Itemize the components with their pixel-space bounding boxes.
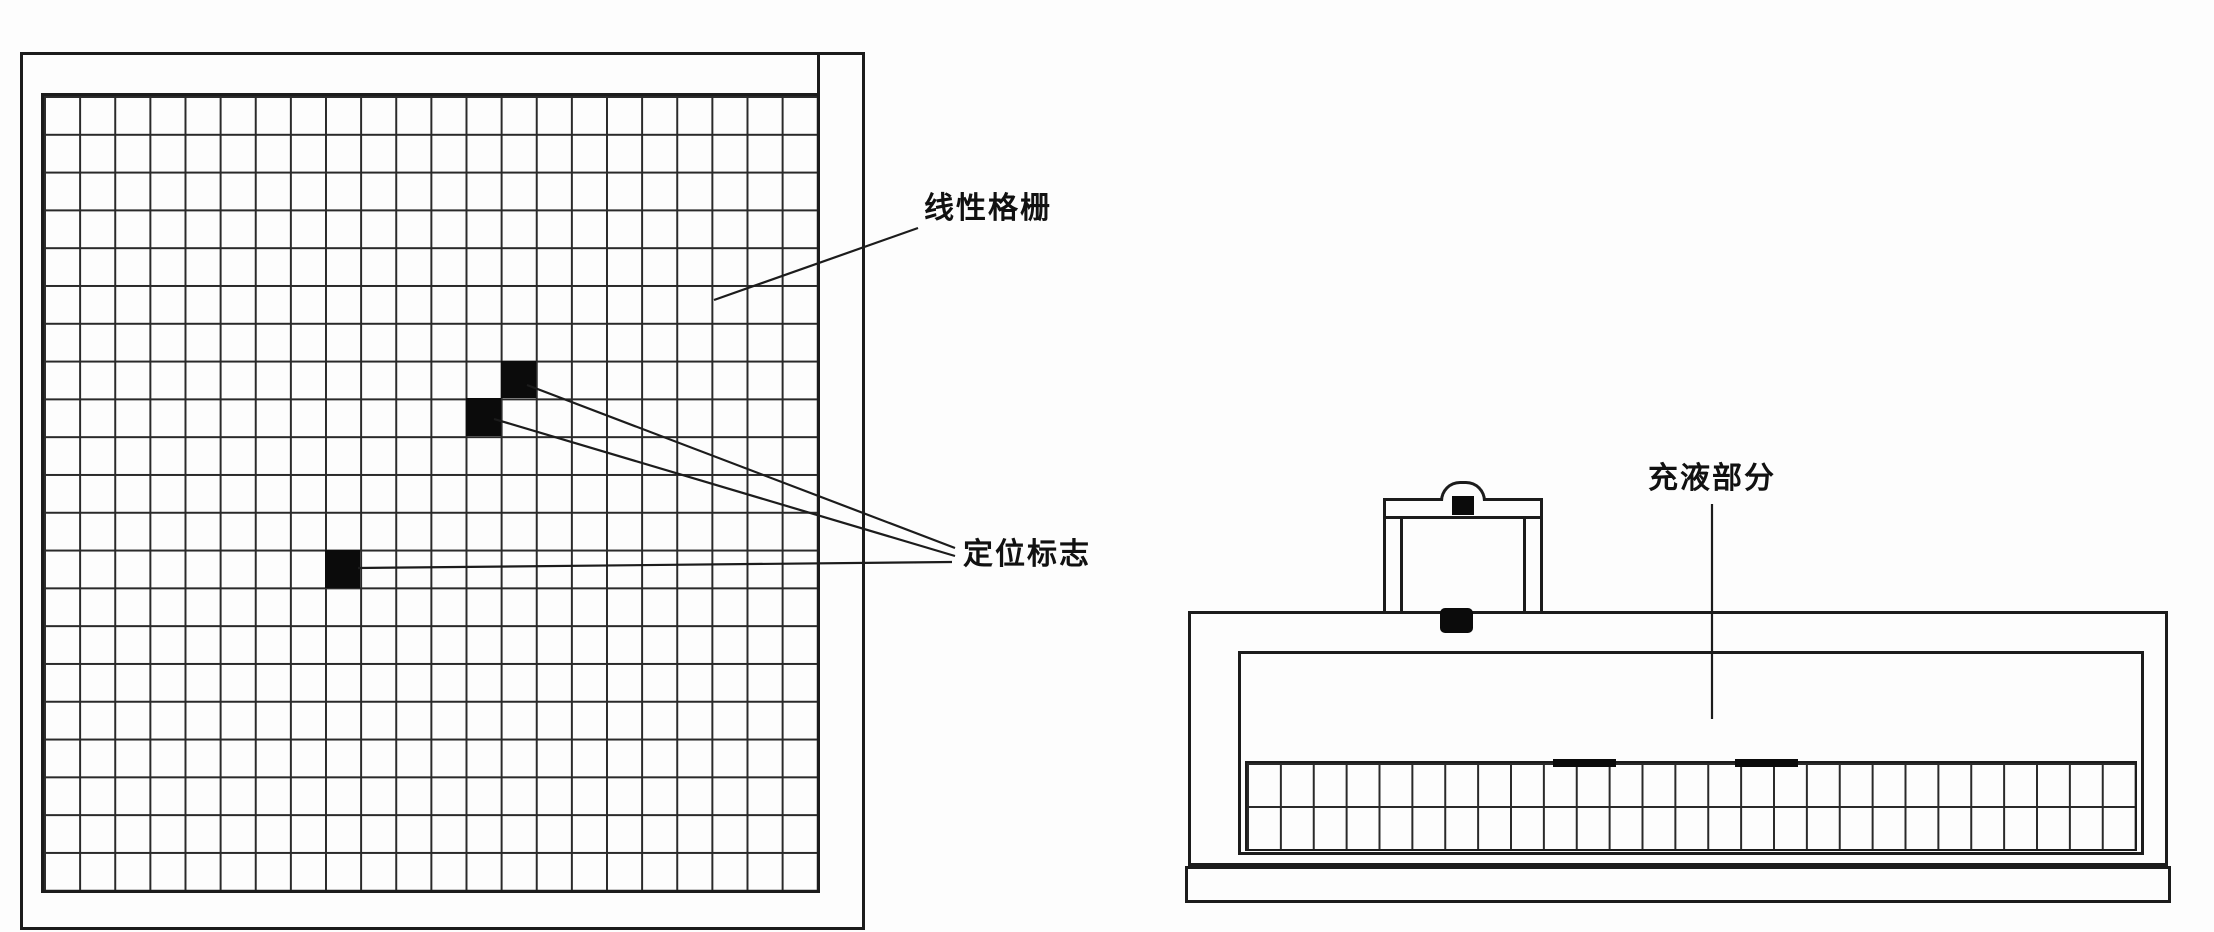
top-box-band-line <box>1386 516 1540 519</box>
positioning-mark <box>325 549 361 588</box>
positioning-mark <box>500 360 536 399</box>
top-box <box>1383 481 1543 614</box>
grating-outer-frame <box>20 52 865 930</box>
top-box-right-wall <box>1523 516 1526 611</box>
grating-plate <box>41 93 820 893</box>
dome-knob <box>1452 496 1474 515</box>
grating-label: 线性格栅 <box>924 192 1052 225</box>
top-box-left-wall <box>1400 516 1403 611</box>
tank-body <box>1188 611 2168 866</box>
valve-knob <box>1440 608 1473 633</box>
tank-base <box>1185 866 2171 903</box>
tank-cavity <box>1238 651 2144 855</box>
positioning-marks-label: 定位标志 <box>963 538 1091 571</box>
frame-joint-line <box>817 55 820 93</box>
liquid-grid-strip <box>1245 759 2137 851</box>
strip-mark <box>1735 759 1798 767</box>
liquid-section-label: 充液部分 <box>1648 462 1776 495</box>
linear-grating-grid <box>44 96 817 890</box>
strip-mark <box>1553 759 1616 767</box>
positioning-mark <box>465 398 501 437</box>
